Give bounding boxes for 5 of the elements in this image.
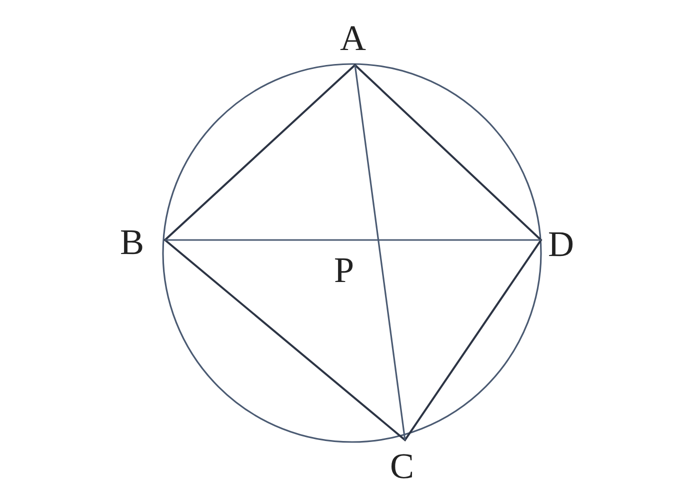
point-label: C [390, 448, 414, 484]
point-label: P [334, 252, 354, 288]
point-label: D [548, 226, 574, 262]
point-label: A [340, 20, 366, 56]
point-label: B [120, 224, 144, 260]
